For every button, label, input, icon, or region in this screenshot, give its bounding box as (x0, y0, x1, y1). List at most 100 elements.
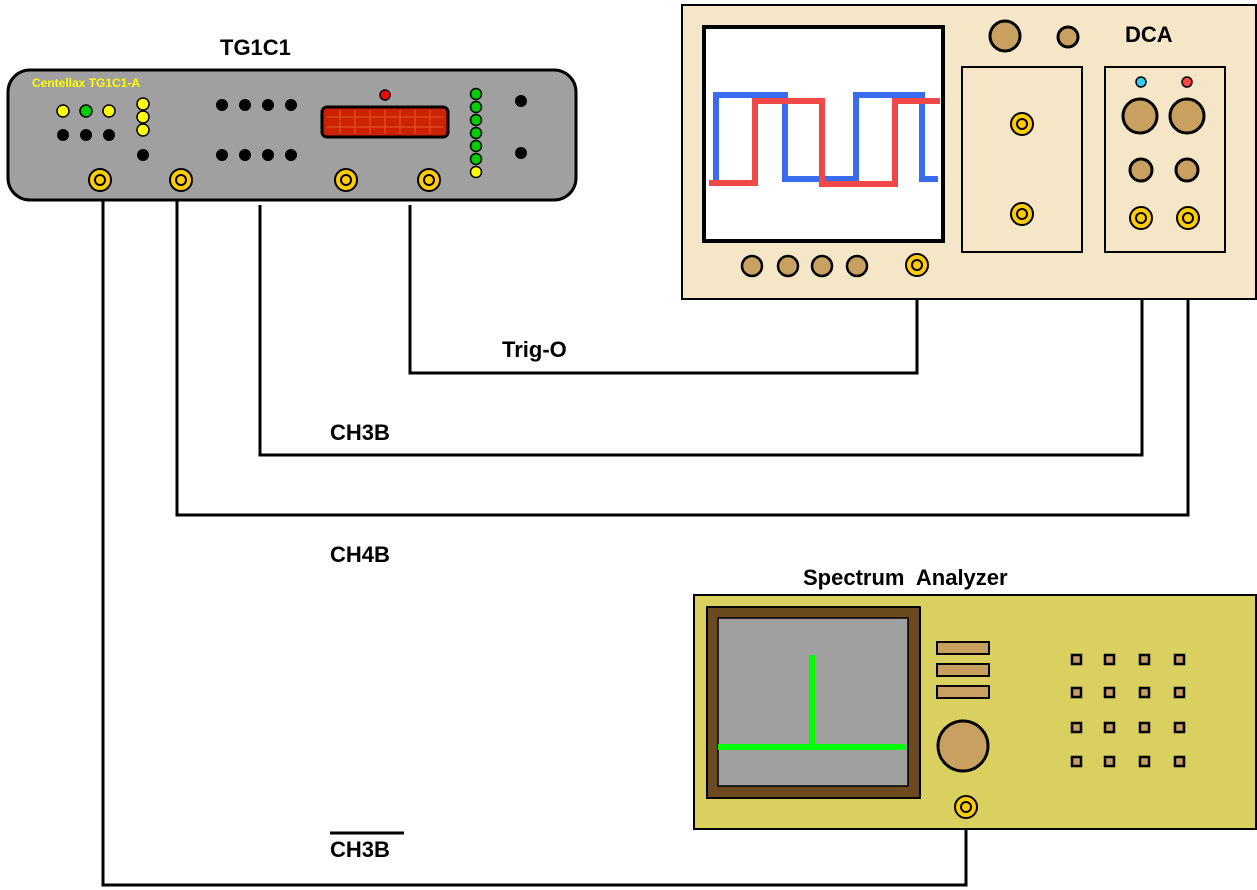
keypad-key (1138, 755, 1151, 768)
keypad-key (1103, 653, 1116, 666)
led-yellow (56, 104, 70, 118)
connector-dca-ch3 (1129, 206, 1153, 230)
dca-trace-red (709, 98, 940, 187)
tg1c1-body (6, 68, 578, 202)
led-yellow (136, 110, 150, 124)
connector-ch3b-bar (88, 168, 112, 192)
led-yellow (136, 123, 150, 137)
dca-title: DCA (1125, 22, 1173, 47)
knob (776, 254, 800, 278)
led-yellow (102, 104, 116, 118)
connector (1010, 112, 1034, 136)
label-trig-o: Trig-O (502, 337, 567, 362)
tg1c1-brand-label: Centellax TG1C1-A (32, 76, 140, 90)
tg1c1-led-row (56, 97, 150, 137)
dca-knob-small (1174, 157, 1200, 183)
led-green (469, 87, 483, 101)
connector-trig-o (417, 168, 441, 192)
connector-dca-trigger (905, 253, 929, 277)
cable-ch4b (175, 190, 1190, 517)
keypad-key (1103, 686, 1116, 699)
label-ch3b-bar: CH3B (330, 837, 390, 862)
tg1c1-button (137, 149, 149, 161)
keypad-key (1103, 755, 1116, 768)
led-green (469, 113, 483, 127)
knob (845, 254, 869, 278)
dca-knob-large (1168, 97, 1206, 135)
tg1c1-button (216, 99, 228, 111)
keypad-key (1070, 653, 1083, 666)
tg1c1-title: TG1C1 (220, 35, 291, 60)
led-yellow (469, 165, 483, 179)
dca-screen (702, 25, 945, 243)
keypad-key (1138, 686, 1151, 699)
tg1c1-button (285, 149, 297, 161)
tg1c1-device: Centellax TG1C1-A (6, 35, 578, 202)
label-ch3b: CH3B (330, 420, 390, 445)
slider-key (936, 685, 990, 699)
connector-ch4b (169, 168, 193, 192)
spectrum-analyzer-keypad (1070, 653, 1186, 768)
keypad-key (1173, 653, 1186, 666)
knob (740, 254, 764, 278)
dca-knob-small (1128, 157, 1154, 183)
dca-knob-large (988, 19, 1022, 53)
dca-knob-small (1056, 25, 1080, 49)
tg1c1-button (515, 95, 527, 107)
tg1c1-connectors (88, 168, 441, 192)
led-green (469, 100, 483, 114)
connector (1010, 202, 1034, 226)
led-green (469, 152, 483, 166)
tg1c1-button (285, 99, 297, 111)
led-yellow (136, 97, 150, 111)
tg1c1-display-grid (327, 110, 443, 134)
spectrum-analyzer-sliders (936, 641, 990, 699)
cable-ch3b (258, 205, 1144, 457)
keypad-key (1173, 721, 1186, 734)
dca-knob-large (1121, 97, 1159, 135)
tg1c1-button (80, 129, 92, 141)
tg1c1-led-column (469, 87, 483, 179)
dca-device: DCA (681, 4, 1257, 300)
led-green (79, 104, 93, 118)
slider-key (936, 663, 990, 677)
cable-trig-o (408, 205, 919, 375)
tg1c1-button (239, 149, 251, 161)
tg1c1-black-buttons (57, 95, 527, 161)
led-green (469, 139, 483, 153)
cable-ch3b-bar (101, 190, 968, 887)
keypad-key (1070, 755, 1083, 768)
keypad-key (1138, 653, 1151, 666)
keypad-key (1070, 686, 1083, 699)
spectrum-analyzer-title: Spectrum Analyzer (803, 565, 1008, 590)
keypad-key (1138, 721, 1151, 734)
dca-bottom-knobs (740, 254, 869, 278)
led-cyan (1135, 76, 1147, 88)
tg1c1-button (262, 149, 274, 161)
spectrum-trace (718, 655, 906, 750)
knob (810, 254, 834, 278)
tg1c1-button (216, 149, 228, 161)
tg1c1-button (515, 147, 527, 159)
cables (101, 190, 1190, 887)
keypad-key (1173, 755, 1186, 768)
keypad-key (1103, 721, 1116, 734)
tg1c1-button (103, 129, 115, 141)
connector-ch3b (334, 168, 358, 192)
dca-module-right (1104, 66, 1226, 253)
keypad-key (1070, 721, 1083, 734)
led-red (1181, 76, 1193, 88)
connector-dca-ch4 (1176, 206, 1200, 230)
spectrum-analyzer-knob (936, 719, 990, 773)
tg1c1-button (57, 129, 69, 141)
tg1c1-button (262, 99, 274, 111)
tg1c1-button (239, 99, 251, 111)
connector-spectrum-input (954, 795, 978, 819)
spectrum-analyzer-device: Spectrum Analyzer (693, 565, 1257, 830)
led-red (379, 89, 391, 101)
keypad-key (1173, 686, 1186, 699)
label-ch4b: CH4B (330, 542, 390, 567)
slider-key (936, 641, 990, 655)
led-green (469, 126, 483, 140)
